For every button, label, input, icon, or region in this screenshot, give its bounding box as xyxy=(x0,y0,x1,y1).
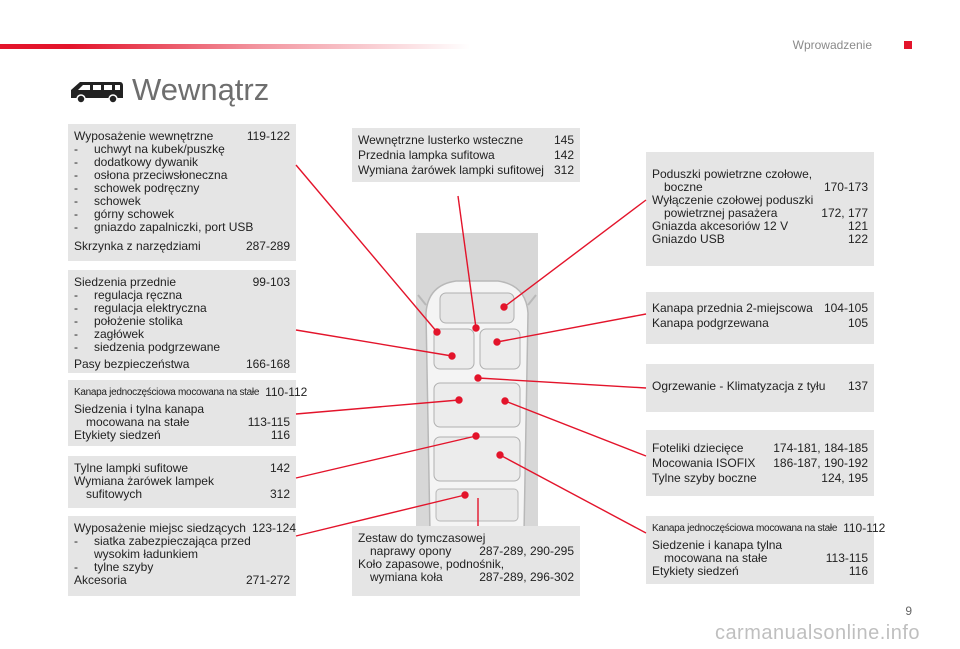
child-line1-pages: 174-181, 184-185 xyxy=(773,441,868,455)
airbags-line1b: boczne xyxy=(664,180,703,194)
equipment-item: uchwyt na kubek/puszkę xyxy=(94,142,225,156)
passenger-equipment-item1a: siatka zabezpieczająca przed xyxy=(94,534,251,548)
bench-left-box: Kanapa jednoczęściowa mocowana na stałe 1… xyxy=(68,380,307,446)
mirror-line1-pages: 145 xyxy=(553,133,574,147)
toolbox-label: Skrzynka z narzędziami xyxy=(74,239,201,253)
repair-line2a: Koło zapasowe, podnośnik, xyxy=(358,557,505,571)
passenger-equipment-title: Wyposażenie miejsc siedzących xyxy=(74,521,246,535)
climate-line1: Ogrzewanie - Klimatyzacja z tyłu xyxy=(652,379,826,393)
airbags-line2a: Wyłączenie czołowej poduszki xyxy=(652,193,814,207)
rear-lamps-line2b: sufitowych xyxy=(86,487,143,501)
airbags-box: Poduszki powietrzne czołowe, boczne 170-1… xyxy=(646,152,874,266)
child-line2-pages: 186-187, 190-192 xyxy=(773,456,868,470)
front-seats-item: zagłówek xyxy=(94,327,145,341)
mirror-line2-pages: 142 xyxy=(553,148,574,162)
front-seats-item: siedzenia podgrzewane xyxy=(94,340,221,354)
mirror-line1: Wewnętrzne lusterko wsteczne xyxy=(358,133,524,147)
front-seats-title: Siedzenia przednie xyxy=(74,275,177,289)
belts-pages: 166-168 xyxy=(245,357,290,371)
rear-lamps-line2a: Wymiana żarówek lampek xyxy=(74,474,214,488)
mirror-line3: Wymiana żarówek lampki sufitowej xyxy=(358,163,544,177)
rear-lamps-box: Tylne lampki sufitowe 142 Wymiana żarówek… xyxy=(68,456,296,508)
bench-left-line3: Etykiety siedzeń xyxy=(74,428,161,442)
mirror-box: Wewnętrzne lusterko wsteczne 145 Przednia… xyxy=(352,128,580,182)
front-bench-line1: Kanapa przednia 2-miejscowa xyxy=(652,301,813,315)
airbags-line2-pages: 172, 177 xyxy=(821,206,868,220)
equipment-pages: 119-122 xyxy=(246,129,290,143)
bench-right-line1: Kanapa jednoczęściowa mocowana na stałe xyxy=(652,523,838,534)
bench-right-line3-pages: 116 xyxy=(848,564,868,578)
airbags-line2b: powietrznej pasażera xyxy=(664,206,778,220)
section-marker xyxy=(904,41,912,49)
child-line1: Foteliki dziecięce xyxy=(652,441,744,455)
passenger-equipment-item1b: wysokim ładunkiem xyxy=(94,547,199,561)
mirror-line3-pages: 312 xyxy=(553,163,574,177)
accessories-pages: 271-272 xyxy=(245,573,290,587)
bench-right-line3: Etykiety siedzeń xyxy=(652,564,739,578)
bench-left-line2-pages: 113-115 xyxy=(247,415,290,429)
passenger-equipment-item2: tylne szyby xyxy=(94,560,154,574)
bench-right-line1-pages: 110-112 xyxy=(843,521,886,535)
front-seats-item: położenie stolika xyxy=(94,314,183,328)
front-bench-line1-pages: 104-105 xyxy=(823,301,868,315)
front-bench-line2-pages: 105 xyxy=(847,316,868,330)
mirror-line2: Przednia lampka sufitowa xyxy=(358,148,495,162)
front-bench-line2: Kanapa podgrzewana xyxy=(652,316,769,330)
equipment-item: gniazdo zapalniczki, port USB xyxy=(94,220,254,234)
bench-right-line2b: mocowana na stałe xyxy=(664,551,768,565)
front-seats-pages: 99-103 xyxy=(252,275,290,289)
bench-left-line1: Kanapa jednoczęściowa mocowana na stałe xyxy=(74,387,260,398)
airbags-line1-pages: 170-173 xyxy=(823,180,868,194)
airbags-line3: Gniazda akcesoriów 12 V xyxy=(652,219,789,233)
rear-lamps-line2-pages: 312 xyxy=(269,487,290,501)
van-interior-illustration xyxy=(417,280,537,533)
airbags-line1a: Poduszki powietrzne czołowe, xyxy=(652,167,813,181)
bench-left-line2a: Siedzenia i tylna kanapa xyxy=(74,402,205,416)
repair-line1b: naprawy opony xyxy=(370,544,452,558)
child-box: Foteliki dziecięce 174-181, 184-185 Mocow… xyxy=(646,430,874,496)
bench-left-line3-pages: 116 xyxy=(270,428,290,442)
repair-line1-pages: 287-289, 290-295 xyxy=(479,544,574,558)
equipment-title: Wyposażenie wewnętrzne xyxy=(74,129,214,143)
page-number: 9 xyxy=(905,604,912,618)
passenger-equipment-pages: 123-124 xyxy=(251,521,297,535)
front-seats-item: regulacja ręczna xyxy=(94,288,183,302)
repair-line2-pages: 287-289, 296-302 xyxy=(479,570,574,584)
rear-lamps-line1-pages: 142 xyxy=(269,461,290,475)
repair-line2b: wymiana koła xyxy=(370,570,443,584)
bench-right-line2-pages: 113-115 xyxy=(825,551,868,565)
accessories-label: Akcesoria xyxy=(74,573,127,587)
page-title: Wewnątrz xyxy=(132,72,270,107)
front-bench-box: Kanapa przednia 2-miejscowa 104-105 Kanap… xyxy=(646,292,874,344)
equipment-item: schowek podręczny xyxy=(94,181,200,195)
climate-line1-pages: 137 xyxy=(847,379,868,393)
child-line3: Tylne szyby boczne xyxy=(652,471,757,485)
top-accent-bar xyxy=(0,44,470,49)
child-line3-pages: 124, 195 xyxy=(821,471,868,485)
section-label: Wprowadzenie xyxy=(792,38,872,52)
airbags-line3-pages: 121 xyxy=(847,219,868,233)
airbags-line4: Gniazdo USB xyxy=(652,232,725,246)
airbags-line4-pages: 122 xyxy=(847,232,868,246)
child-line2: Mocowania ISOFIX xyxy=(652,456,756,470)
bench-right-line2a: Siedzenie i kanapa tylna xyxy=(652,538,783,552)
front-seats-item: regulacja elektryczna xyxy=(94,301,207,315)
bench-left-line2b: mocowana na stałe xyxy=(86,415,190,429)
equipment-item: osłona przeciwsłoneczna xyxy=(94,168,228,182)
equipment-item: górny schowek xyxy=(94,207,175,221)
equipment-item: schowek xyxy=(94,194,141,208)
bench-left-line1-pages: 110-112 xyxy=(265,385,308,399)
bench-right-box: Kanapa jednoczęściowa mocowana na stałe 1… xyxy=(646,516,885,584)
toolbox-pages: 287-289 xyxy=(245,239,290,253)
belts-label: Pasy bezpieczeństwa xyxy=(74,357,190,371)
van-icon xyxy=(71,82,123,104)
climate-box: Ogrzewanie - Klimatyzacja z tyłu 137 xyxy=(646,364,874,412)
watermark: carmanualsonline.info xyxy=(714,622,920,644)
rear-lamps-line1: Tylne lampki sufitowe xyxy=(74,461,189,475)
equipment-item: dodatkowy dywanik xyxy=(94,155,199,169)
